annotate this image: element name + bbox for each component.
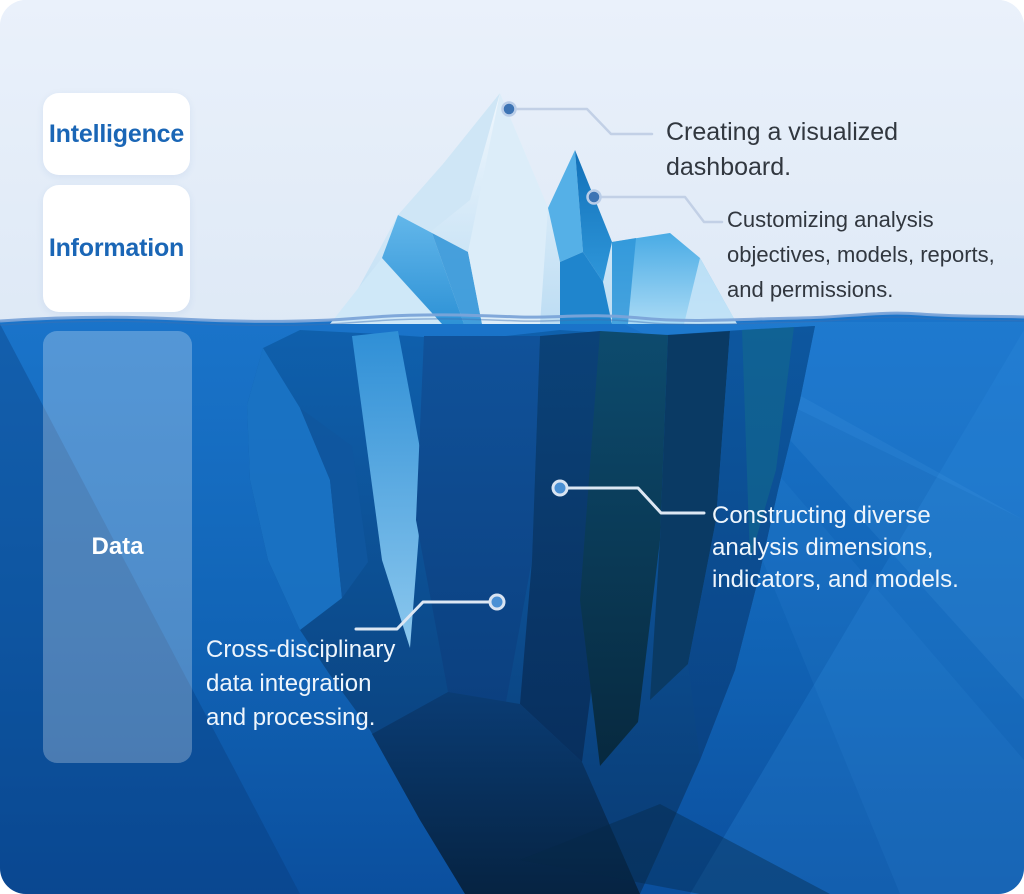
annotation-dashboard: Creating a visualized dashboard. xyxy=(666,118,899,181)
layer-label-data: Data xyxy=(91,533,144,560)
callout-connectors xyxy=(354,101,724,631)
callout-dot-constructing-icon xyxy=(551,479,569,497)
callout-dot-cross-icon xyxy=(488,593,506,611)
annotation-cross: Cross-disciplinary data integration and … xyxy=(206,636,396,731)
layer-label-intelligence: Intelligence xyxy=(48,119,185,148)
iceberg-above-water xyxy=(330,93,737,324)
callout-dot-customizing-icon xyxy=(586,189,602,205)
layer-label-information: Information xyxy=(48,234,185,262)
annotation-customizing: Customizing analysis objectives, models,… xyxy=(727,207,995,302)
callout-line-constructing xyxy=(558,486,706,515)
callout-dot-dashboard-icon xyxy=(501,101,517,117)
layer-card-information: Information xyxy=(43,185,190,312)
waterline xyxy=(0,311,1024,327)
callout-line-cross xyxy=(354,600,499,631)
iceberg-underwater xyxy=(247,326,830,894)
callout-line-customizing xyxy=(592,195,724,224)
annotation-constructing: Constructing diverse analysis dimensions… xyxy=(712,502,959,593)
callout-line-dashboard xyxy=(507,107,654,136)
layer-card-intelligence: Intelligence xyxy=(43,93,190,175)
layer-card-data: Data xyxy=(43,331,192,763)
